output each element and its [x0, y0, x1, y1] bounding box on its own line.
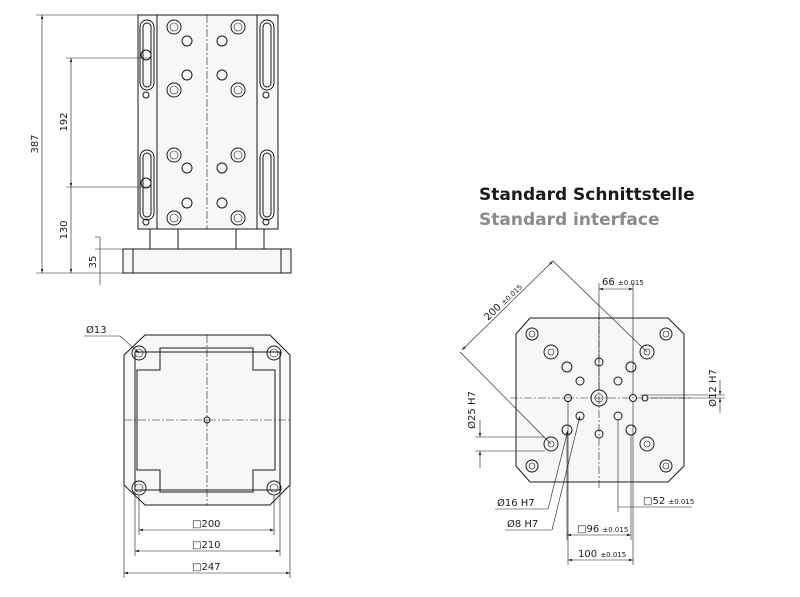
dim-square-247: 247 — [201, 562, 220, 573]
square-symbol: □ — [577, 524, 586, 535]
diameter-symbol: Ø — [707, 399, 719, 407]
svg-text:Ø12 H7: Ø12 H7 — [707, 369, 719, 407]
upper-hole-group — [140, 19, 270, 99]
square-symbol: □ — [192, 519, 201, 530]
side-view: 387 192 130 35 — [30, 14, 292, 285]
bottom-view: Ø13 □200 □210 □247 — [84, 324, 291, 578]
svg-text:100 ±0.015: 100 ±0.015 — [578, 549, 626, 560]
title-english: Standard interface — [479, 210, 660, 230]
lower-hole-group — [140, 147, 270, 226]
square-symbol: □ — [192, 562, 201, 573]
dim-square-52-tol: ±0.015 — [668, 498, 694, 506]
svg-text:□210: □210 — [192, 540, 221, 551]
diameter-symbol: Ø — [86, 324, 94, 336]
svg-text:200 ±0.015: 200 ±0.015 — [482, 282, 524, 323]
svg-text:Ø13: Ø13 — [86, 324, 107, 336]
title-german: Standard Schnittstelle — [479, 185, 695, 205]
square-symbol: □ — [192, 540, 201, 551]
diameter-symbol: Ø — [507, 518, 515, 530]
dim-pitch-66-tol: ±0.015 — [618, 279, 644, 287]
dim-total-height: 387 — [30, 134, 41, 153]
svg-text:□247: □247 — [192, 562, 221, 573]
svg-text:66 ±0.015: 66 ±0.015 — [602, 277, 644, 288]
interface-view: 200 ±0.015 66 ±0.015 Ø12 H7 Ø25 H7 — [459, 260, 725, 565]
svg-text:Ø25 H7: Ø25 H7 — [466, 391, 478, 429]
square-symbol: □ — [643, 496, 652, 507]
dim-square-96: 96 — [586, 524, 599, 535]
dim-base-height: 35 — [88, 256, 99, 269]
dim-upper-offset: 130 — [59, 220, 70, 239]
dim-bore-12: 12 H7 — [708, 369, 719, 399]
dim-span-100: 100 — [578, 549, 597, 560]
dim-diagonal: 200 — [482, 302, 503, 323]
dim-bore-25: 25 H7 — [467, 391, 478, 421]
svg-text:Ø16 H7: Ø16 H7 — [497, 497, 535, 509]
diameter-symbol: Ø — [466, 421, 478, 429]
dim-span-100-tol: ±0.015 — [600, 551, 626, 559]
svg-text:□200: □200 — [192, 519, 221, 530]
diameter-symbol: Ø — [497, 497, 505, 509]
dim-bore-8: 8 H7 — [515, 519, 538, 530]
dim-square-52: 52 — [652, 496, 665, 507]
dim-square-210: 210 — [201, 540, 220, 551]
dim-square-200: 200 — [201, 519, 220, 530]
dim-pitch-66: 66 — [602, 277, 615, 288]
dim-square-96-tol: ±0.015 — [602, 526, 628, 534]
svg-text:□96 ±0.015: □96 ±0.015 — [577, 524, 628, 535]
dim-diagonal-tol: ±0.015 — [500, 283, 524, 307]
dim-bore-16: 16 H7 — [505, 498, 535, 509]
dim-hole-dia: 13 — [94, 325, 107, 336]
dim-hole-pitch: 192 — [59, 112, 70, 131]
svg-text:□52 ±0.015: □52 ±0.015 — [643, 496, 694, 507]
svg-text:Ø8 H7: Ø8 H7 — [507, 518, 538, 530]
